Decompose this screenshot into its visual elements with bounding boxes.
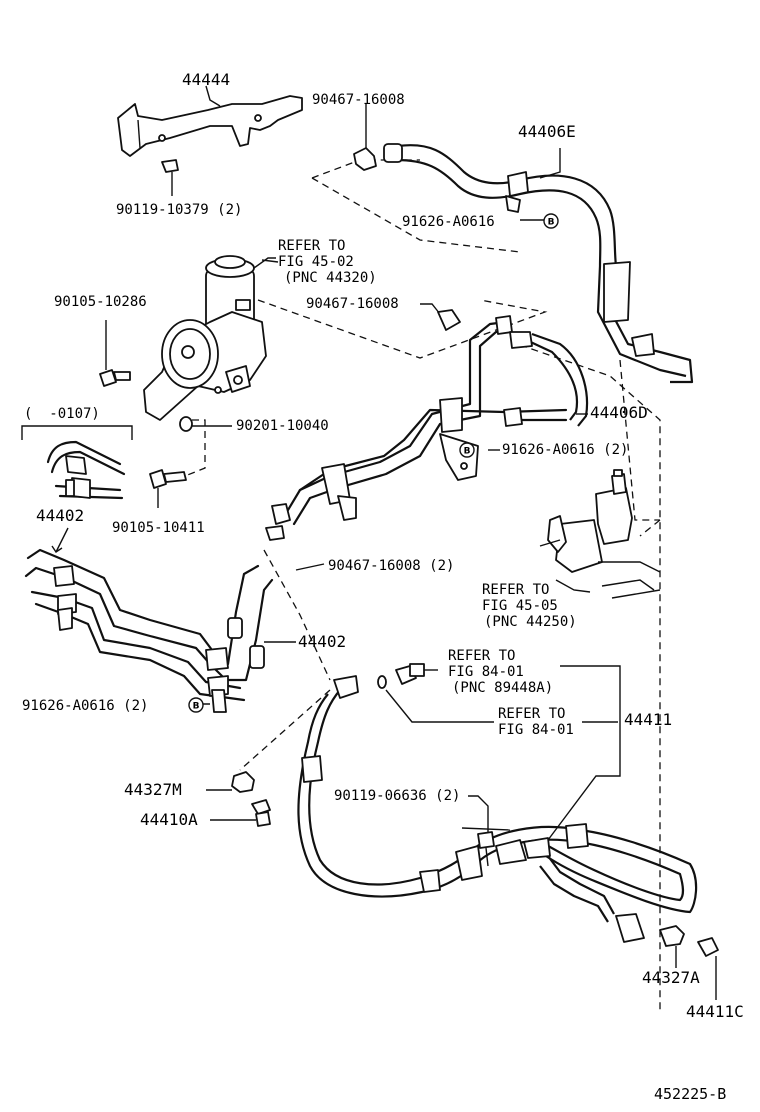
cooler-tube-44402 bbox=[24, 548, 296, 713]
bolt-marker-label: B bbox=[464, 447, 471, 457]
bolt-marker-label: B bbox=[193, 702, 200, 712]
bracket-44444 bbox=[117, 95, 303, 196]
steering-gear bbox=[539, 469, 661, 599]
part-number-90105-10411: 90105-10411 bbox=[112, 520, 205, 536]
part-number-44406e: 44406E bbox=[518, 122, 576, 141]
bolt-90119-06636 bbox=[468, 795, 495, 867]
part-number-44402-top: 44402 bbox=[36, 506, 85, 525]
bolt-marker-mid: B bbox=[459, 442, 475, 458]
refer-cooler-line-1: REFER TO bbox=[448, 648, 516, 664]
refer-fig-line-1: REFER TO bbox=[498, 706, 566, 722]
part-number-90467-mid: 90467-16008 bbox=[306, 296, 399, 312]
refer-gear-line-2: FIG 45-05 bbox=[482, 598, 558, 614]
part-number-90119-06636: 90119-06636 (2) bbox=[334, 788, 461, 804]
bolt-44411c bbox=[697, 937, 719, 1000]
part-number-44327m: 44327M bbox=[124, 780, 182, 799]
power-steering-pump bbox=[143, 255, 276, 421]
part-number-44410a: 44410A bbox=[140, 810, 198, 829]
refer-gear-line-3: (PNC 44250) bbox=[484, 614, 577, 630]
part-number-44411c: 44411C bbox=[686, 1002, 744, 1021]
bolt-marker-top: B bbox=[543, 213, 559, 229]
refer-gear-line-1: REFER TO bbox=[482, 582, 550, 598]
bolt-marker-label: B bbox=[548, 218, 555, 228]
cooler-tube-inset bbox=[46, 440, 126, 553]
part-number-90119-10379: 90119-10379 (2) bbox=[116, 202, 243, 218]
clamp-44327a bbox=[659, 925, 685, 968]
date-range-bracket bbox=[21, 425, 133, 440]
refer-fig-line-2: FIG 84-01 bbox=[498, 722, 574, 738]
date-range-label: ( -0107) bbox=[24, 406, 100, 422]
part-number-91626-low: 91626-A0616 (2) bbox=[22, 698, 149, 714]
part-number-44444: 44444 bbox=[182, 70, 231, 89]
return-hose-44411 bbox=[297, 675, 698, 943]
clamp-44327m bbox=[206, 771, 255, 793]
part-number-90467-top: 90467-16008 bbox=[312, 92, 405, 108]
hose-44406e bbox=[383, 143, 694, 384]
diagram-code: 452225-B bbox=[654, 1085, 727, 1103]
part-number-44327a: 44327A bbox=[642, 968, 700, 987]
part-number-91626-mid: 91626-A0616 (2) bbox=[502, 442, 629, 458]
refer-cooler-line-2: FIG 84-01 bbox=[448, 664, 524, 680]
bolt-marker-low: B bbox=[188, 697, 204, 713]
washer-90201 bbox=[179, 416, 232, 432]
part-number-90105-10286: 90105-10286 bbox=[54, 294, 147, 310]
part-number-44402-mid: 44402 bbox=[298, 632, 347, 651]
dashed-reference-lines bbox=[179, 159, 661, 1010]
part-number-44411: 44411 bbox=[624, 710, 673, 729]
part-number-90201: 90201-10040 bbox=[236, 418, 329, 434]
bolt-44410a bbox=[210, 799, 271, 827]
refer-pump-line-3: (PNC 44320) bbox=[284, 270, 377, 286]
clamp-90467-top bbox=[353, 104, 377, 171]
refer-cooler-line-3: (PNC 89448A) bbox=[452, 680, 554, 696]
part-number-44406d: 44406D bbox=[590, 403, 648, 422]
cooler-fitting-89448a bbox=[377, 663, 621, 841]
refer-pump-line-1: REFER TO bbox=[278, 238, 346, 254]
bolt-90105-10286 bbox=[99, 320, 131, 387]
refer-pump-line-2: FIG 45-02 bbox=[278, 254, 354, 270]
bolt-90105-10411 bbox=[149, 469, 187, 508]
part-number-90467-low: 90467-16008 (2) bbox=[328, 558, 455, 574]
part-number-91626-top: 91626-A0616 bbox=[402, 214, 495, 230]
